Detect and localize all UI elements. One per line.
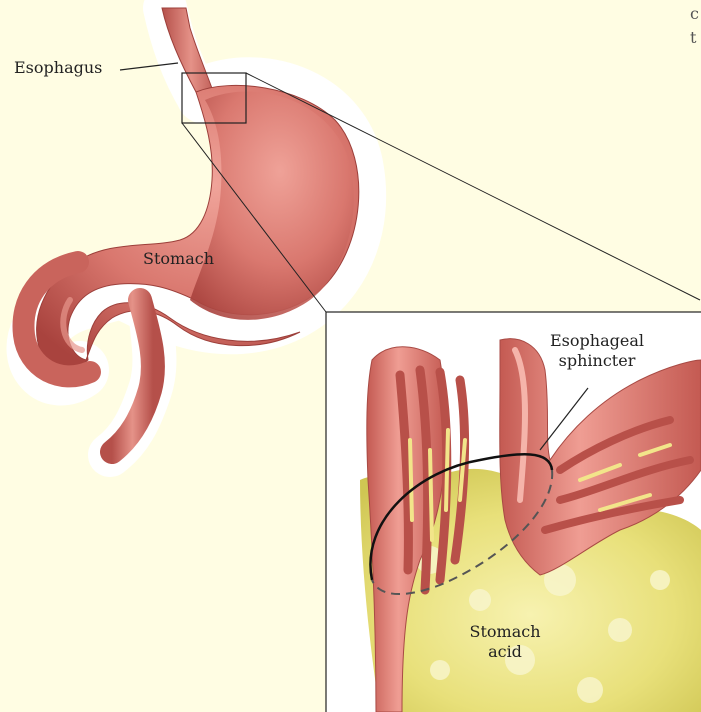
acid-label: Stomach acid — [455, 622, 555, 662]
stomach-label: Stomach — [143, 249, 214, 269]
acid-label-line2: acid — [455, 642, 555, 662]
corner-clipped-text: c t — [690, 2, 701, 50]
sphincter-label-line2: sphincter — [542, 351, 652, 371]
acid-label-line1: Stomach — [455, 622, 555, 642]
esophagus-label: Esophagus — [14, 58, 102, 78]
sphincter-label: Esophageal sphincter — [542, 331, 652, 371]
sphincter-label-line1: Esophageal — [542, 331, 652, 351]
